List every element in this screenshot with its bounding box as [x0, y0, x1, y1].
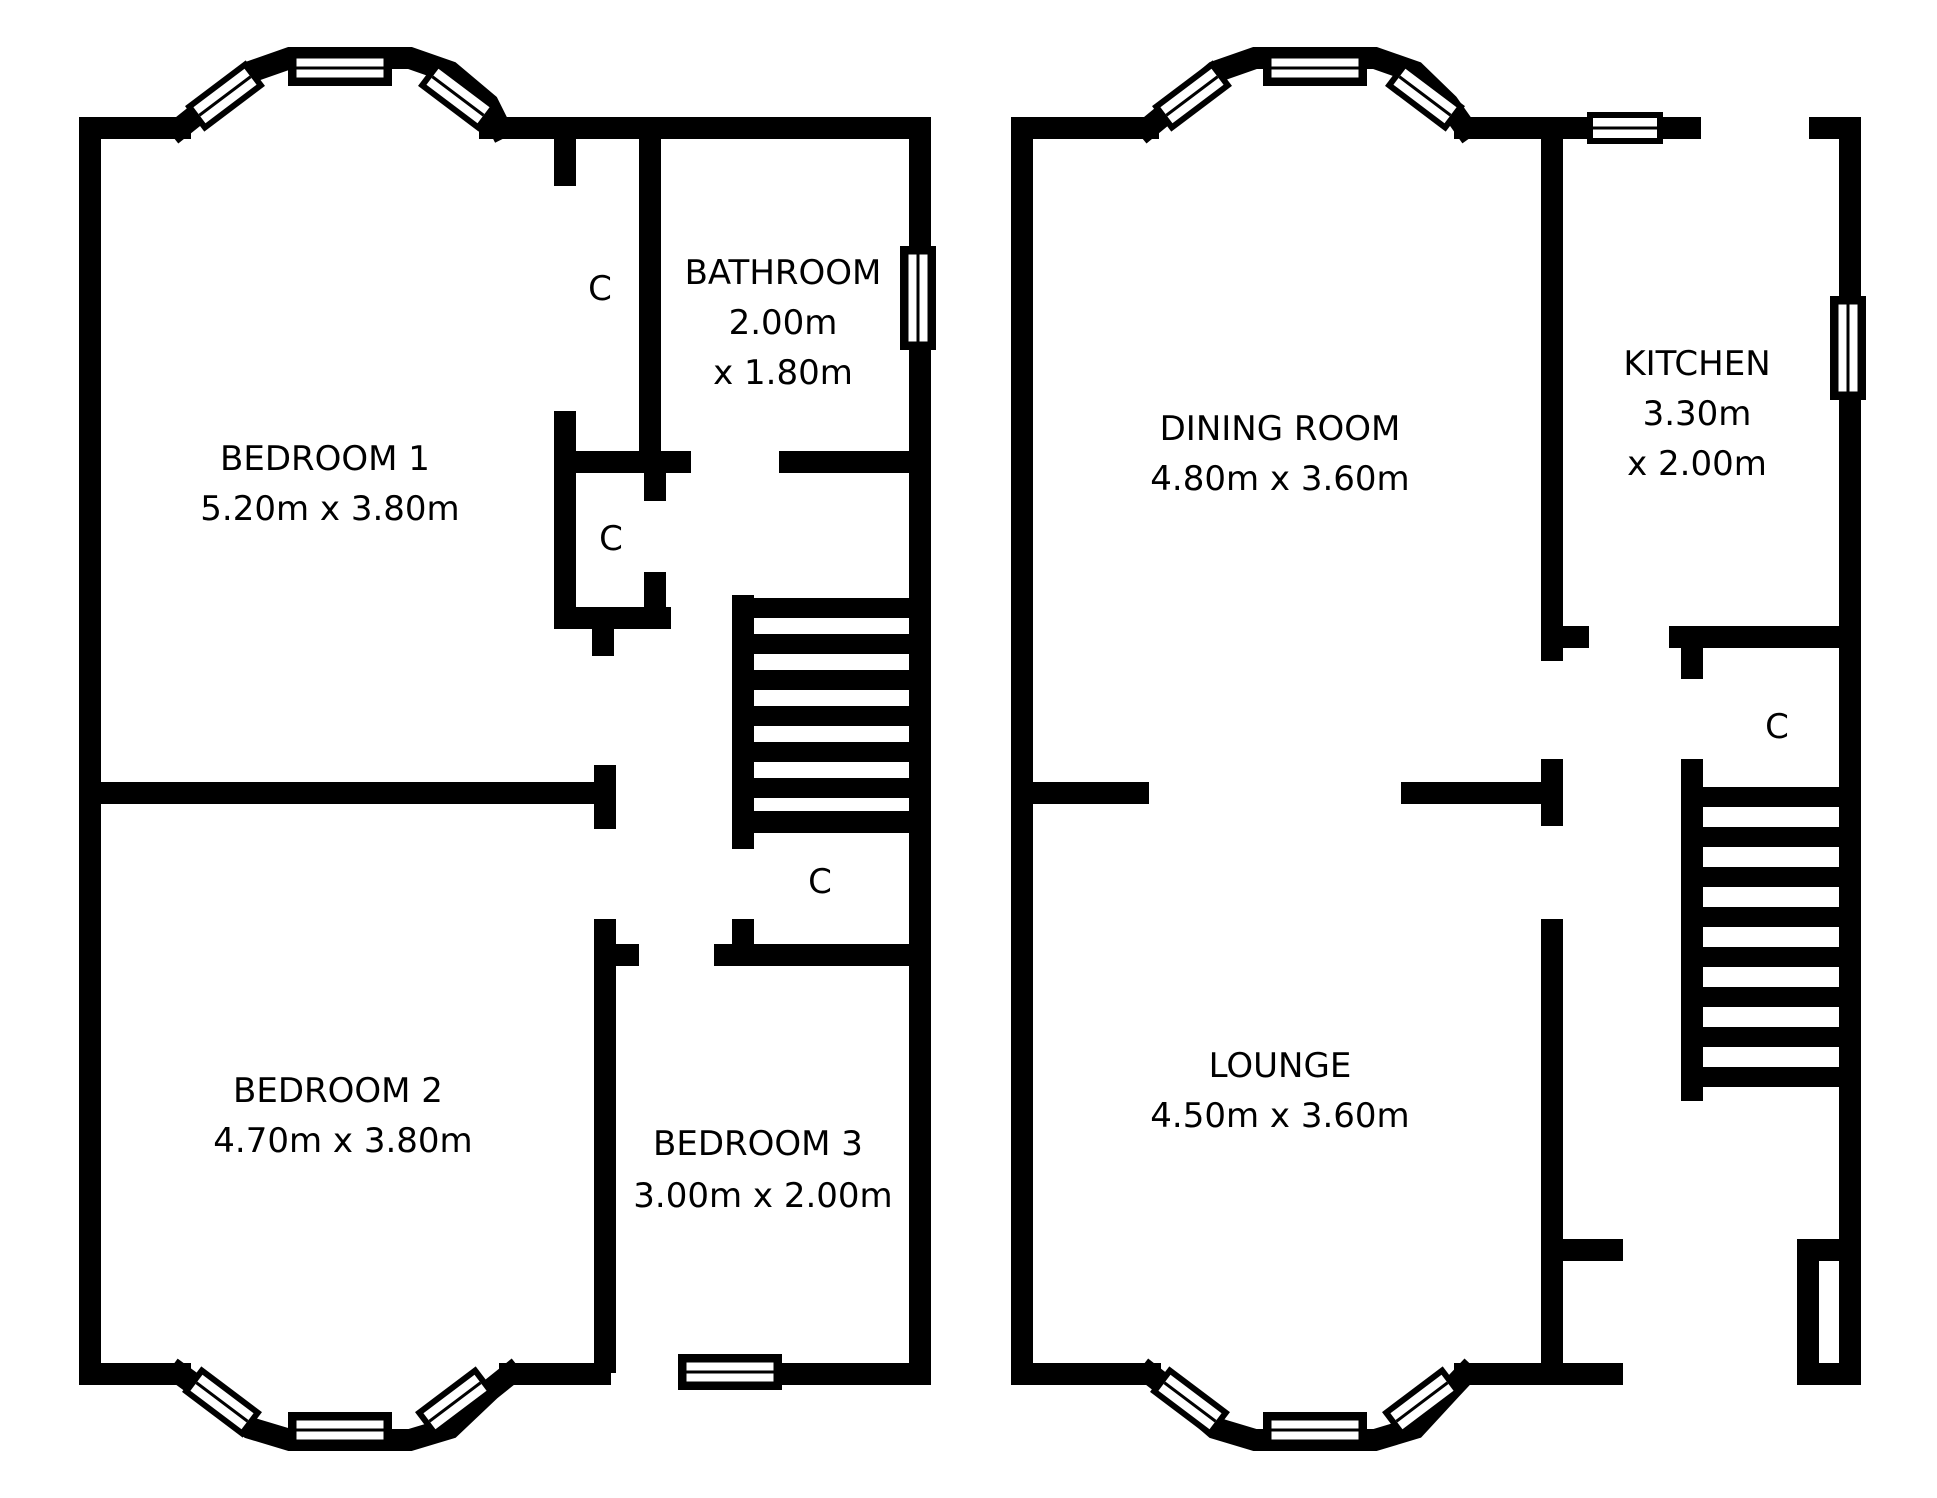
- window: [1150, 58, 1234, 134]
- ground-stairs: [1682, 787, 1850, 1087]
- window: [1828, 294, 1868, 402]
- bedroom1-name: BEDROOM 1: [220, 439, 430, 479]
- window: [183, 58, 267, 134]
- bathroom-size-line1: 2.00m: [729, 303, 838, 343]
- lounge-name: LOUNGE: [1209, 1046, 1352, 1086]
- window: [1148, 1364, 1232, 1440]
- window: [1261, 48, 1369, 88]
- upper-floor-plan: [79, 47, 931, 1451]
- cupboard-label: C: [1765, 707, 1789, 747]
- cupboard-label: C: [808, 862, 832, 902]
- bathroom-name: BATHROOM: [685, 253, 882, 293]
- bedroom2-size: 4.70m x 3.80m: [213, 1121, 472, 1161]
- kitchen-size-line2: x 2.00m: [1627, 444, 1767, 484]
- bedroom3-size: 3.00m x 2.00m: [633, 1176, 892, 1216]
- cupboard-label: C: [588, 269, 612, 309]
- upper-floor-labels: BEDROOM 1 5.20m x 3.80m C BATHROOM 2.00m…: [200, 253, 892, 1216]
- window: [286, 1410, 394, 1450]
- dining-room-name: DINING ROOM: [1160, 409, 1401, 449]
- ground-floor-labels: DINING ROOM 4.80m x 3.60m KITCHEN 3.30m …: [1150, 344, 1789, 1136]
- ground-floor-plan: [1011, 47, 1861, 1451]
- window: [676, 1352, 784, 1392]
- kitchen-name: KITCHEN: [1623, 344, 1770, 384]
- bedroom2-name: BEDROOM 2: [233, 1071, 443, 1111]
- window: [180, 1364, 264, 1440]
- ground-interior-walls: [1021, 129, 1851, 1385]
- window: [1261, 1410, 1369, 1450]
- bedroom3-name: BEDROOM 3: [653, 1124, 863, 1164]
- upper-interior-walls: [89, 129, 921, 1373]
- upper-stairs: [733, 598, 920, 798]
- window: [898, 244, 938, 352]
- lounge-size: 4.50m x 3.60m: [1150, 1096, 1409, 1136]
- window: [286, 48, 394, 88]
- ground-windows: [1148, 48, 1868, 1450]
- window: [1585, 110, 1665, 146]
- bedroom1-size: 5.20m x 3.80m: [200, 489, 459, 529]
- ground-outer-walls: [1011, 47, 1861, 1451]
- cupboard-label: C: [599, 519, 623, 559]
- kitchen-size-line1: 3.30m: [1643, 394, 1752, 434]
- dining-room-size: 4.80m x 3.60m: [1150, 459, 1409, 499]
- bathroom-size-line2: x 1.80m: [713, 353, 853, 393]
